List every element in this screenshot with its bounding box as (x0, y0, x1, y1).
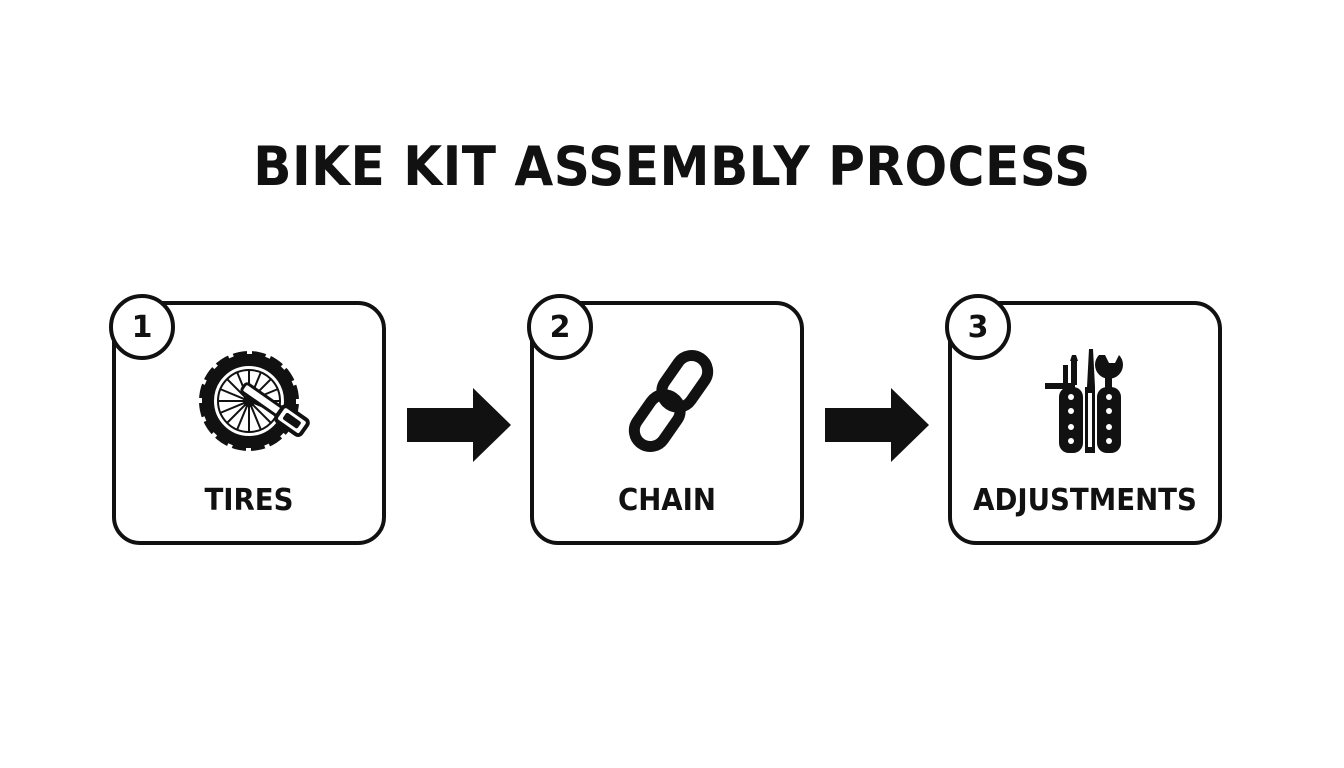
step-card-adjustments: 3 (945, 294, 1222, 545)
step-number-badge: 1 (109, 294, 175, 360)
step-card-chain: 2 CHAIN (527, 294, 804, 545)
bike-wheel-with-wrench-icon (195, 347, 310, 455)
diagram-title: BIKE KIT ASSEMBLY PROCESS (253, 135, 1091, 198)
arrow-right-icon (825, 388, 929, 462)
step-number-badge: 3 (945, 294, 1011, 360)
step-label: TIRES (204, 483, 294, 518)
step-label: CHAIN (617, 483, 717, 518)
step-number-badge: 2 (527, 294, 593, 360)
arrow-right-icon (407, 388, 511, 462)
step-card-tires: 1 (109, 294, 386, 545)
chain-link-icon (628, 350, 714, 452)
step-label: ADJUSTMENTS (973, 483, 1197, 518)
multi-tool-wrench-icon (1045, 349, 1123, 453)
